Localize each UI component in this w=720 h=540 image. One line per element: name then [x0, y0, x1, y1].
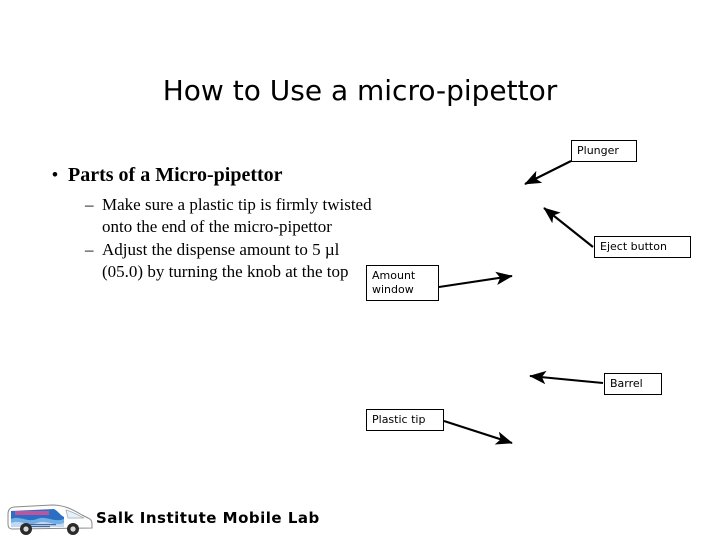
bullet-dot-icon: • [52, 165, 58, 184]
callout-label-eject-button[interactable]: Eject button [594, 236, 691, 258]
callout-label-plunger[interactable]: Plunger [571, 140, 637, 162]
callout-label-plastic-tip[interactable]: Plastic tip [366, 409, 444, 431]
mobile-lab-van-icon [7, 504, 93, 535]
bullet-level1: • Parts of a Micro-pipettor [52, 162, 372, 188]
footer-organization-label: Salk Institute Mobile Lab [96, 509, 320, 527]
dash-marker-icon: – [85, 195, 94, 214]
callout-label-amount-window[interactable]: Amount window [366, 265, 439, 301]
bullet-level1-label: Parts of a Micro-pipettor [68, 164, 283, 186]
dash-marker-icon: – [85, 240, 94, 259]
arrow-barrel [529, 370, 604, 385]
list-item: – Adjust the dispense amount to 5 µl (05… [85, 239, 372, 283]
arrow-plunger [524, 160, 572, 185]
callout-label-barrel[interactable]: Barrel [604, 373, 662, 395]
arrow-plastic-tip [443, 420, 513, 445]
body-content: • Parts of a Micro-pipettor – Make sure … [52, 162, 372, 284]
list-item: – Make sure a plastic tip is firmly twis… [85, 194, 372, 238]
bullet-level2-list: – Make sure a plastic tip is firmly twis… [52, 194, 372, 283]
list-item-label: Make sure a plastic tip is firmly twiste… [102, 195, 372, 236]
list-item-label: Adjust the dispense amount to 5 µl (05.0… [102, 240, 349, 281]
page-title: How to Use a micro-pipettor [162, 74, 558, 107]
arrow-eject-button [543, 207, 594, 248]
arrow-amount-window [438, 271, 513, 289]
